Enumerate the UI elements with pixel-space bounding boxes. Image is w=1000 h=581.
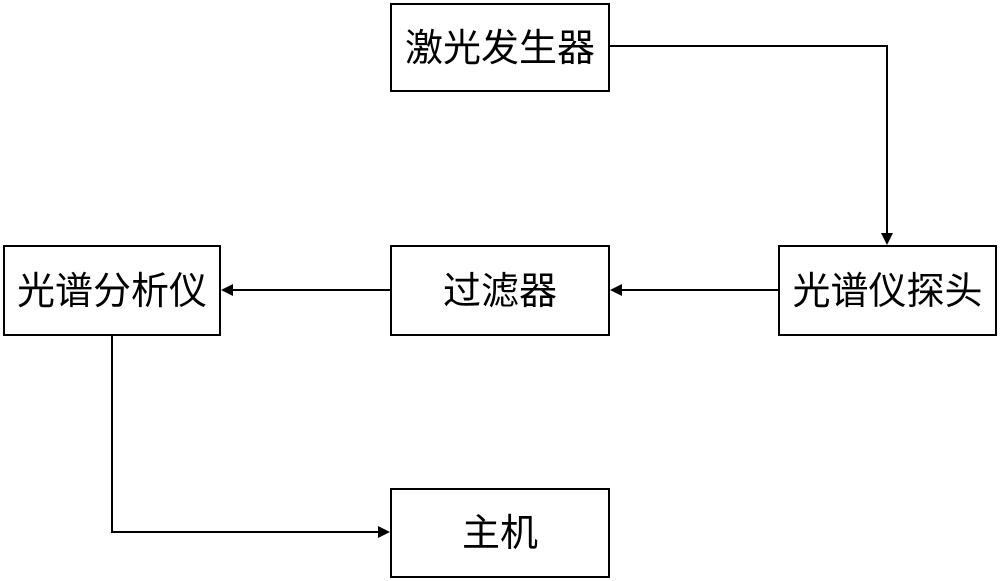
node-host: 主机 — [390, 488, 610, 578]
node-label: 主机 — [461, 511, 538, 555]
node-label: 光谱分析仪 — [16, 268, 207, 313]
node-label: 光谱仪探头 — [792, 268, 983, 313]
edge-laser-to-probe — [610, 45, 888, 234]
arrowhead-host-icon — [378, 526, 390, 538]
node-laser-generator: 激光发生器 — [390, 3, 610, 92]
node-spectrometer-probe: 光谱仪探头 — [778, 245, 997, 336]
node-spectrum-analyzer: 光谱分析仪 — [3, 245, 221, 336]
node-label: 激光发生器 — [404, 25, 595, 70]
node-filter: 过滤器 — [390, 245, 610, 336]
arrowhead-probe-icon — [881, 233, 893, 245]
arrowhead-analyzer-icon — [221, 284, 233, 296]
node-label: 过滤器 — [442, 268, 557, 313]
arrowhead-filter-icon — [610, 284, 622, 296]
edge-analyzer-to-host — [111, 336, 379, 533]
